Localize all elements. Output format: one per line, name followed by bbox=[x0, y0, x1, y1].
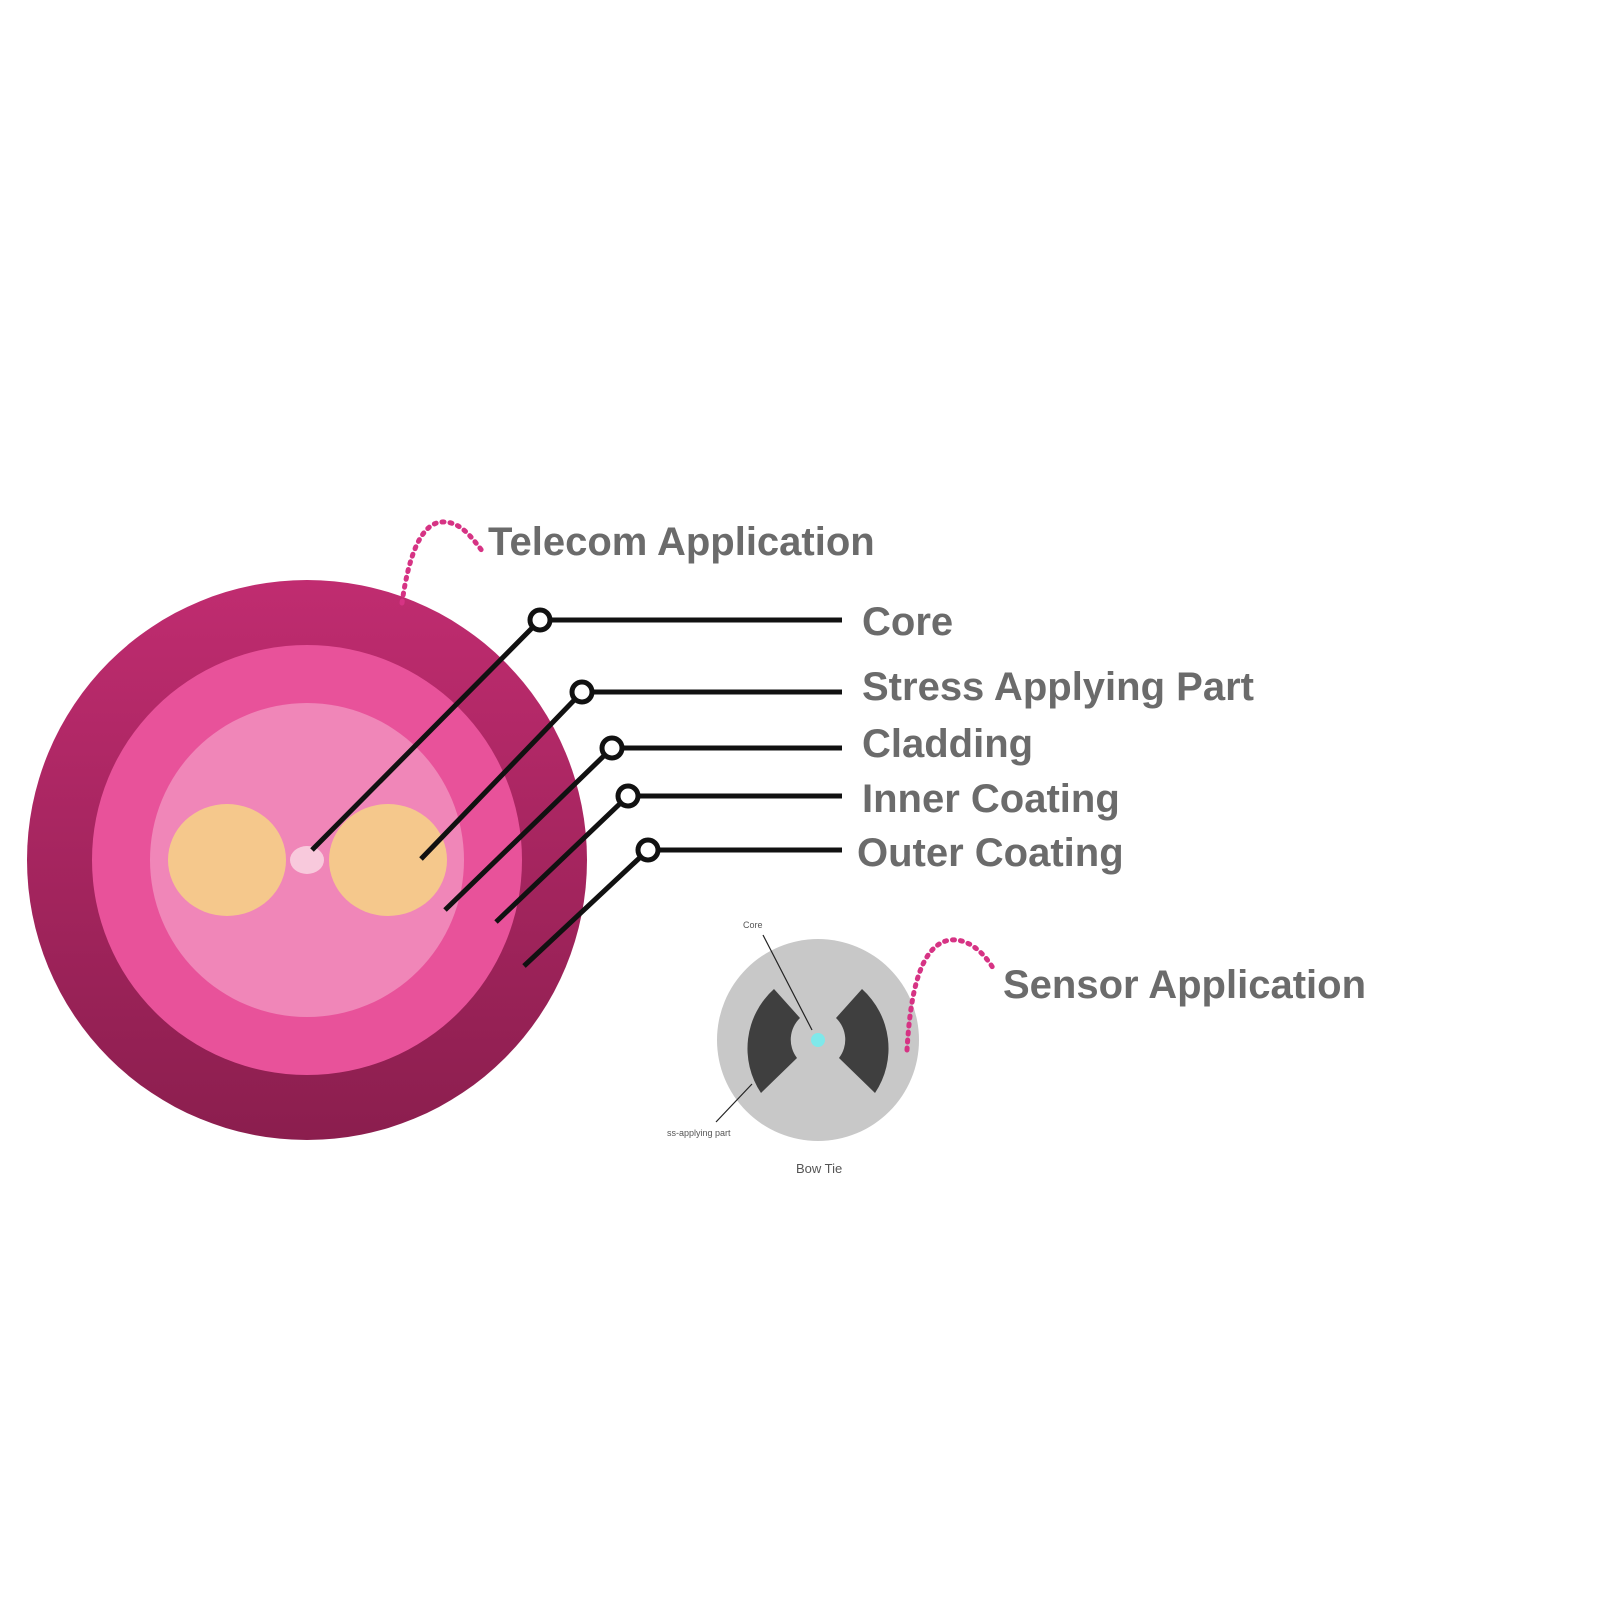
sensor-title: Sensor Application bbox=[1003, 963, 1366, 1007]
label-inner-coating: Inner Coating bbox=[862, 777, 1120, 821]
sensor-stress-label: ss-applying part bbox=[667, 1128, 731, 1138]
leader-stress-knob bbox=[569, 679, 595, 705]
label-core: Core bbox=[862, 600, 953, 644]
label-stress-applying-part: Stress Applying Part bbox=[862, 665, 1254, 709]
telecom-dotted-curve bbox=[399, 519, 486, 606]
leader-outer-knob bbox=[635, 837, 661, 863]
label-cladding: Cladding bbox=[862, 722, 1033, 766]
leader-cladding-knob bbox=[599, 735, 625, 761]
telecom-fiber bbox=[27, 580, 587, 1140]
sensor-core-label: Core bbox=[743, 920, 763, 930]
sensor-stress-pointer bbox=[715, 1083, 753, 1123]
sensor-fiber bbox=[715, 934, 919, 1141]
sensor-core-pointer bbox=[762, 934, 813, 1031]
leader-inner-knob bbox=[615, 783, 641, 809]
core-dot bbox=[290, 846, 324, 874]
sensor-core-dot bbox=[811, 1033, 825, 1047]
label-outer-coating: Outer Coating bbox=[857, 831, 1124, 875]
leader-lines bbox=[310, 607, 842, 968]
sensor-stress-left bbox=[747, 989, 800, 1093]
leader-core-knob bbox=[527, 607, 553, 633]
stress-part-left bbox=[168, 804, 286, 916]
stress-part-right bbox=[329, 804, 447, 916]
sensor-caption: Bow Tie bbox=[796, 1161, 842, 1176]
sensor-dotted-curve bbox=[904, 937, 996, 1053]
telecom-title: Telecom Application bbox=[488, 520, 875, 564]
sensor-stress-right bbox=[836, 989, 889, 1093]
